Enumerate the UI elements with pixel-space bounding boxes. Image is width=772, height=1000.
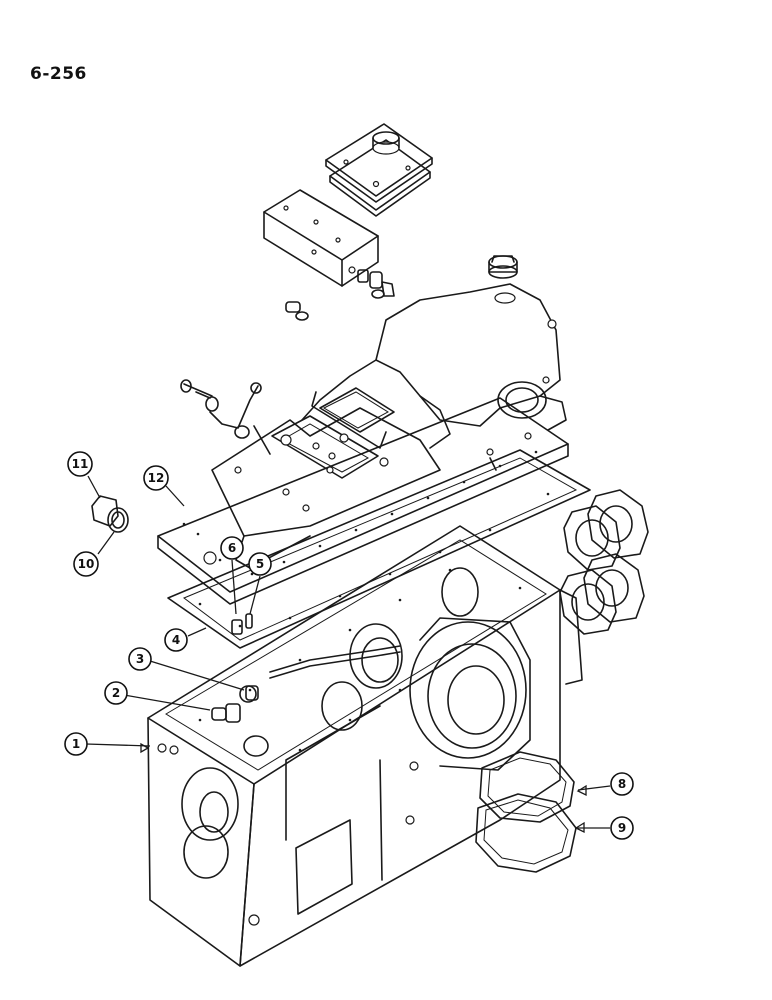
- svg-text:4: 4: [172, 633, 180, 647]
- callout-11: 11: [67, 451, 93, 477]
- svg-text:5: 5: [256, 557, 264, 571]
- callout-2: 2: [104, 681, 128, 705]
- svg-text:6: 6: [228, 541, 236, 555]
- top-cover-plate: [325, 123, 433, 217]
- control-levers: [180, 379, 271, 455]
- svg-text:9: 9: [618, 821, 626, 835]
- callout-8: 8: [610, 772, 634, 796]
- pto-cover-plates: [559, 489, 649, 635]
- cover-gasket: [167, 449, 591, 649]
- page-number: 6-256: [30, 64, 87, 84]
- svg-text:12: 12: [148, 471, 165, 485]
- hydraulic-lift-cover: [157, 397, 569, 605]
- breather-fittings: [211, 613, 259, 723]
- svg-text:3: 3: [136, 652, 144, 666]
- svg-text:1: 1: [72, 737, 80, 751]
- callout-5: 5: [248, 552, 272, 576]
- housing-gaskets: [475, 751, 577, 873]
- svg-text:11: 11: [72, 457, 89, 471]
- dipstick-tube: [269, 645, 401, 673]
- svg-text:8: 8: [618, 777, 626, 791]
- hydraulic-fittings: [285, 269, 395, 321]
- svg-text:10: 10: [78, 557, 95, 571]
- lift-housing: [301, 283, 567, 449]
- filler-plug: [488, 255, 518, 279]
- svg-text:2: 2: [112, 686, 120, 700]
- rear-axle-center-housing: [147, 525, 583, 967]
- valve-block: [263, 189, 379, 287]
- drain-plug: [91, 495, 129, 533]
- callout-6: 6: [220, 536, 244, 560]
- callout-12: 12: [143, 465, 169, 491]
- callout-1: 1: [64, 732, 88, 756]
- callout-9: 9: [610, 816, 634, 840]
- callout-10: 10: [73, 551, 99, 577]
- callout-4: 4: [164, 628, 188, 652]
- callout-3: 3: [128, 647, 152, 671]
